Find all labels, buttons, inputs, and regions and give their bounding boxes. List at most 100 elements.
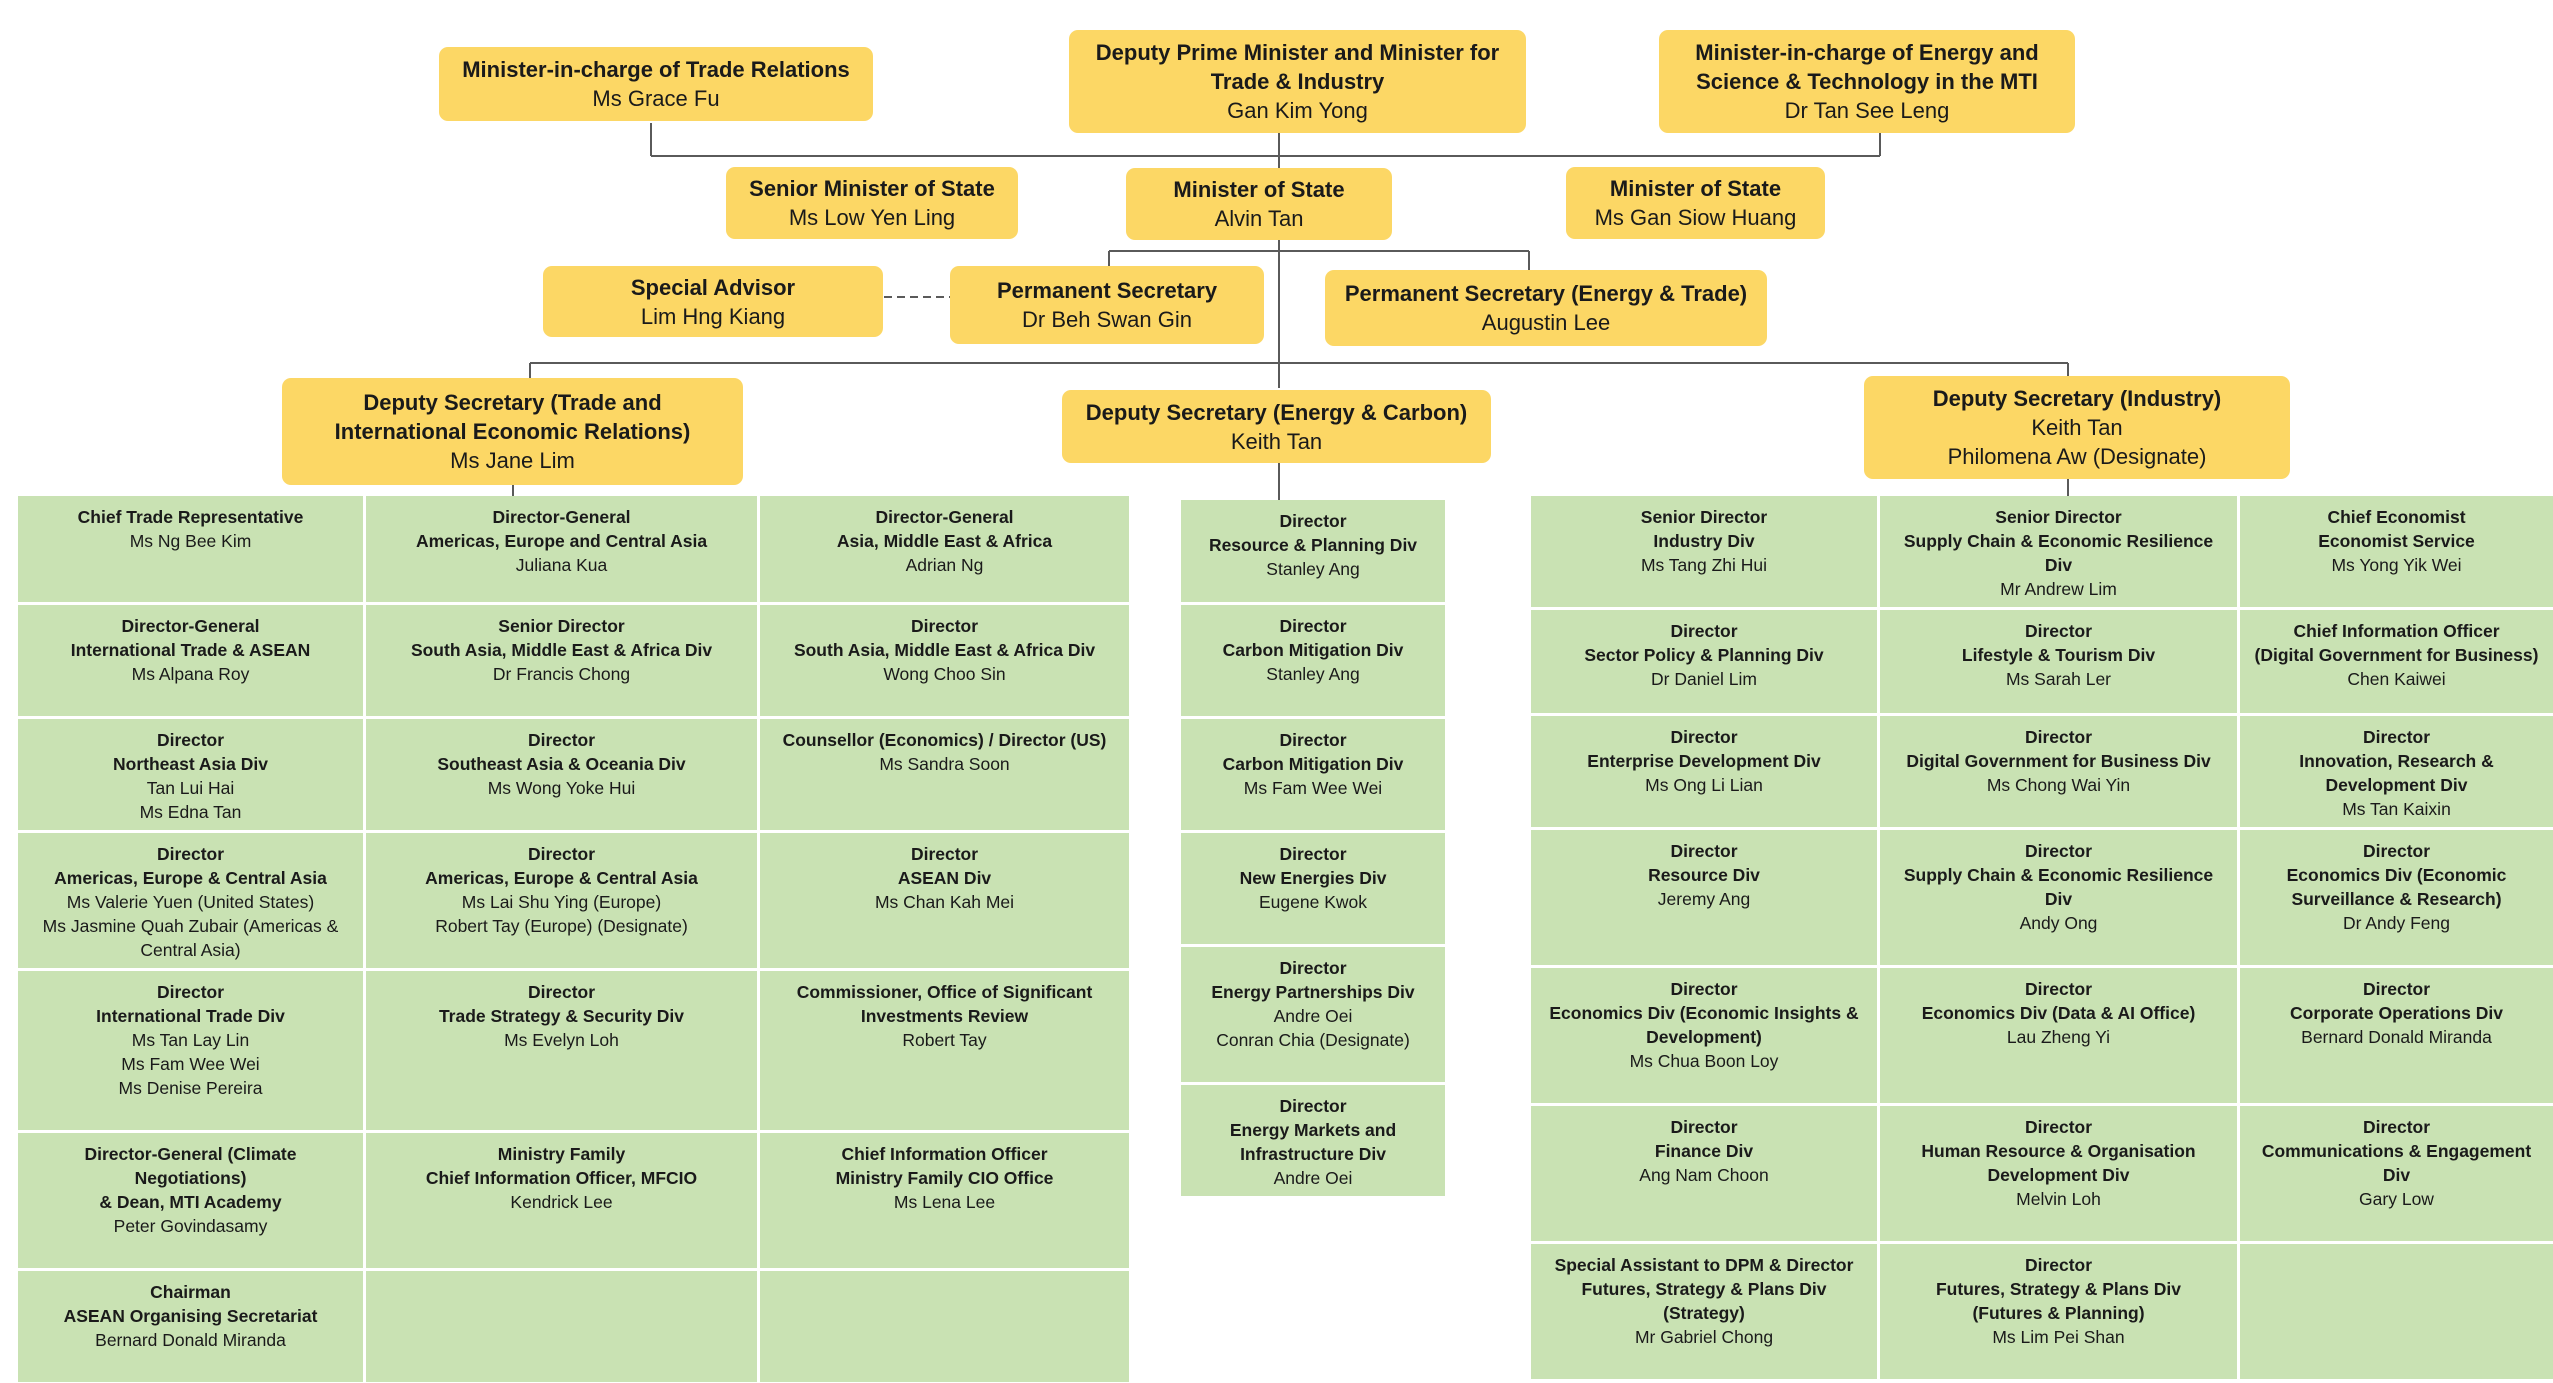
unit-title-line: Innovation, Research & <box>2299 751 2494 771</box>
unit-title-line: Enterprise Development Div <box>1587 751 1821 771</box>
box-title: Deputy Secretary (Energy & Carbon) <box>1085 399 1468 425</box>
box-title: Permanent Secretary <box>996 278 1218 303</box>
person-name: Gary Low <box>2359 1189 2434 1209</box>
person-name: Robert Tay (Europe) (Designate) <box>435 916 688 936</box>
person-name: Lau Zheng Yi <box>2006 1027 2111 1047</box>
person-name: Ms Chua Boon Loy <box>1629 1051 1779 1071</box>
unit-title-line: Digital Government for Business Div <box>1906 751 2211 771</box>
unit-title-line: Resource Div <box>1648 865 1760 885</box>
unit-title-line: Carbon Mitigation Div <box>1222 640 1404 660</box>
unit-title-line: Resource & Planning Div <box>1208 535 1418 555</box>
unit-title-line: Director <box>156 844 225 864</box>
box-name: Ms Grace Fu <box>592 86 720 111</box>
unit-title-line: Americas, Europe and Central Asia <box>415 531 708 551</box>
deputy-secretary-industry-box: Deputy Secretary (Industry) Keith Tan Ph… <box>1864 376 2290 479</box>
person-name: Peter Govindasamy <box>113 1216 268 1236</box>
person-name: Ms Sandra Soon <box>879 754 1010 774</box>
unit-title-line: Director <box>527 982 596 1002</box>
person-name: Stanley Ang <box>1266 664 1360 684</box>
unit-title-line: Director <box>910 616 979 636</box>
box-title: Deputy Secretary (Trade and Internationa… <box>334 390 691 444</box>
unit-title-line: Director <box>527 844 596 864</box>
unit-title-line: Director <box>156 730 225 750</box>
unit-title-line: Chief Trade Representative <box>77 507 304 527</box>
permanent-secretary-energy-trade-box: Permanent Secretary (Energy & Trade) Aug… <box>1325 270 1767 346</box>
unit-title-line: & Dean, MTI Academy <box>99 1192 282 1212</box>
unit-title-line: Senior Director <box>498 616 625 636</box>
unit-title-line: Economics Div (Economic <box>2286 865 2507 885</box>
person-name: Ms Fam Wee Wei <box>121 1054 260 1074</box>
empty-cell <box>760 1271 1129 1382</box>
box-name: Augustin Lee <box>1481 310 1611 335</box>
unit-title-line: Director <box>1670 979 1738 999</box>
person-name: Ms Lim Pei Shan <box>1992 1327 2125 1347</box>
unit-title-line: New Energies Div <box>1239 868 1387 888</box>
box-title: Minister-in-charge of Trade Relations <box>462 57 850 82</box>
person-name: Jeremy Ang <box>1657 889 1751 909</box>
unit-title-line: Director-General <box>492 507 631 527</box>
box-name: Lim Hng Kiang <box>640 303 786 329</box>
person-name: Ms Lai Shu Ying (Europe) <box>461 892 662 912</box>
box-title: Deputy Secretary (Industry) <box>1932 386 2222 411</box>
person-name: Ms Denise Pereira <box>118 1078 263 1098</box>
person-name: Wong Choo Sin <box>883 664 1006 684</box>
unit-title-line: Chief Economist <box>2327 507 2466 527</box>
box-name: Dr Beh Swan Gin <box>1022 307 1192 332</box>
unit-title-line: Special Assistant to DPM & Director <box>1554 1255 1854 1275</box>
unit-title-line: Futures, Strategy & Plans Div <box>1935 1279 2182 1299</box>
person-name: Chen Kaiwei <box>2347 669 2446 689</box>
unit-title-line: Finance Div <box>1654 1141 1754 1161</box>
unit-title-line: Human Resource & Organisation <box>1921 1141 2196 1161</box>
deputy-secretary-energy-box: Deputy Secretary (Energy & Carbon) Keith… <box>1062 390 1491 463</box>
person-name: Stanley Ang <box>1266 559 1360 579</box>
box-title: Minister of State <box>1173 177 1345 202</box>
box-name: Alvin Tan <box>1214 206 1304 231</box>
person-name: Dr Francis Chong <box>492 664 631 684</box>
unit-title-line: Director-General (Climate <box>84 1144 297 1164</box>
person-name: Andre Oei <box>1273 1168 1353 1188</box>
unit-title-line: Director <box>2362 727 2431 747</box>
unit-title-line: Director <box>527 730 596 750</box>
person-name: Ms Evelyn Loh <box>504 1030 619 1050</box>
unit-title-line: South Asia, Middle East & Africa Div <box>410 640 713 660</box>
unit-title-line: (Strategy) <box>1663 1303 1745 1323</box>
empty-cell <box>2240 1244 2553 1379</box>
unit-title-line: ASEAN Organising Secretariat <box>63 1306 318 1326</box>
person-name: Mr Andrew Lim <box>2000 579 2117 599</box>
unit-title-line: Asia, Middle East & Africa <box>836 531 1053 551</box>
unit-title-line: Americas, Europe & Central Asia <box>425 868 698 888</box>
box-name: Keith Tan <box>1230 428 1323 454</box>
person-name: Ms Tan Kaixin <box>2342 799 2451 819</box>
unit-title-line: Director <box>156 982 225 1002</box>
box-name: Keith Tan <box>2031 415 2123 440</box>
unit-title-line: Carbon Mitigation Div <box>1222 754 1404 774</box>
unit-title-line: Ministry Family <box>497 1144 626 1164</box>
unit-title-line: Director <box>2024 621 2093 641</box>
unit-title-line: Director <box>1279 844 1347 864</box>
unit-title-line: Director <box>2362 979 2431 999</box>
unit-title-line: Sector Policy & Planning Div <box>1584 645 1824 665</box>
person-name: Ms Alpana Roy <box>131 664 250 684</box>
unit-title-line: Director <box>1279 730 1347 750</box>
person-name: Bernard Donald Miranda <box>2301 1027 2492 1047</box>
